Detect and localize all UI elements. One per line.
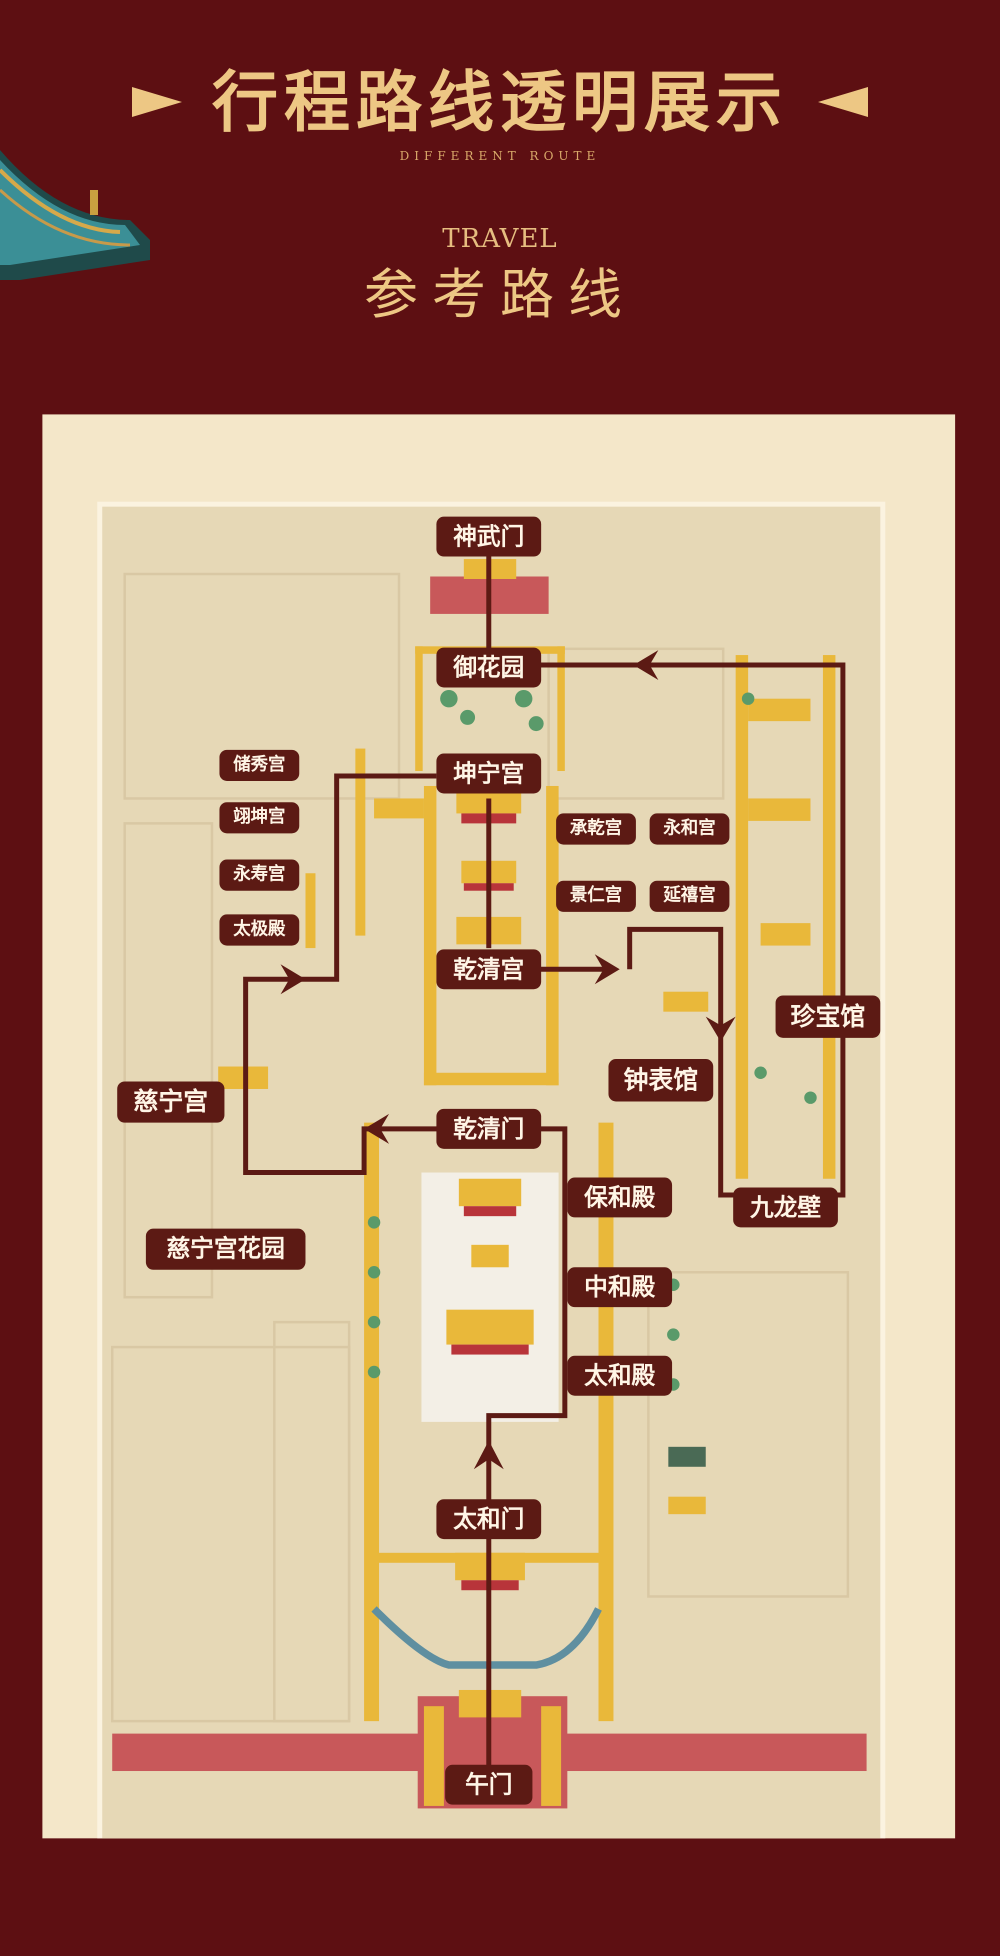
svg-text:储秀宫: 储秀宫 — [233, 754, 285, 775]
label-yanxigong[interactable]: 延禧宫 — [649, 880, 730, 912]
label-yikungong[interactable]: 翊坤宫 — [219, 802, 300, 834]
label-yonghegong[interactable]: 永和宫 — [649, 813, 730, 845]
label-taijidian[interactable]: 太极殿 — [219, 914, 300, 946]
svg-text:九龙壁: 九龙壁 — [749, 1193, 821, 1221]
label-jingrengong[interactable]: 景仁宫 — [556, 880, 636, 912]
label-cininggong[interactable]: 慈宁宫 — [117, 1081, 225, 1123]
triangle-right-icon — [132, 87, 182, 117]
label-qianqinggong[interactable]: 乾清宫 — [436, 949, 542, 990]
svg-text:神武门: 神武门 — [453, 523, 524, 551]
svg-text:承乾宫: 承乾宫 — [570, 817, 622, 838]
label-taihemen[interactable]: 太和门 — [436, 1499, 542, 1540]
label-wumen[interactable]: 午门 — [445, 1764, 533, 1805]
svg-text:太和殿: 太和殿 — [584, 1362, 655, 1390]
label-chuxiugong[interactable]: 储秀宫 — [219, 749, 300, 781]
section-title: 参考路线 — [364, 263, 636, 326]
title-row: 行程路线透明展示 — [0, 64, 1000, 140]
label-qianqingmen[interactable]: 乾清门 — [436, 1108, 542, 1149]
svg-text:延禧宫: 延禧宫 — [662, 885, 715, 906]
label-yuhuayuan[interactable]: 御花园 — [436, 647, 542, 688]
section-label-en: TRAVEL — [442, 224, 558, 254]
arrow-left-icon — [364, 1113, 390, 1144]
svg-text:太极殿: 太极殿 — [233, 918, 286, 939]
page-title: 行程路线透明展示 — [212, 63, 788, 141]
route-arrows — [280, 650, 736, 1470]
label-shenwumen[interactable]: 神武门 — [436, 516, 542, 557]
svg-text:翊坤宫: 翊坤宫 — [233, 806, 285, 827]
svg-text:慈宁宫花园: 慈宁宫花园 — [166, 1235, 284, 1263]
arrow-up-icon — [473, 1440, 504, 1470]
svg-text:乾清宫: 乾清宫 — [453, 955, 524, 983]
svg-text:景仁宫: 景仁宫 — [570, 885, 622, 906]
label-cininggong-garden[interactable]: 慈宁宫花园 — [145, 1228, 306, 1270]
label-chengqiangong[interactable]: 承乾宫 — [556, 813, 636, 845]
palace-roof-icon — [0, 150, 150, 280]
svg-text:慈宁宫: 慈宁宫 — [133, 1087, 208, 1116]
arrow-down-icon — [705, 1016, 736, 1042]
triangle-left-icon — [818, 87, 868, 117]
arrow-right-icon — [594, 954, 620, 985]
map-grid — [110, 572, 850, 1723]
svg-text:乾清门: 乾清门 — [453, 1115, 524, 1143]
label-zhongbiaoguan[interactable]: 钟表馆 — [608, 1059, 714, 1102]
label-jiulongbi[interactable]: 九龙壁 — [733, 1187, 838, 1228]
label-kunninggong[interactable]: 坤宁宫 — [436, 753, 542, 794]
svg-text:珍宝馆: 珍宝馆 — [791, 1002, 866, 1031]
label-taihedian[interactable]: 太和殿 — [567, 1355, 673, 1396]
label-zhenbaoguan[interactable]: 珍宝馆 — [775, 995, 881, 1038]
arrow-left-icon — [633, 650, 659, 680]
page-subtitle: DIFFERENT ROUTE — [399, 149, 601, 163]
arrow-right-icon — [280, 964, 306, 995]
svg-text:坤宁宫: 坤宁宫 — [453, 760, 524, 788]
svg-text:永和宫: 永和宫 — [662, 817, 715, 838]
svg-text:中和殿: 中和殿 — [584, 1273, 655, 1301]
label-zhonghedian[interactable]: 中和殿 — [567, 1267, 673, 1308]
svg-text:钟表馆: 钟表馆 — [623, 1066, 698, 1095]
label-yongshougong[interactable]: 永寿宫 — [219, 859, 300, 891]
label-baohedian[interactable]: 保和殿 — [567, 1177, 673, 1218]
svg-text:永寿宫: 永寿宫 — [232, 864, 285, 885]
svg-text:午门: 午门 — [465, 1771, 512, 1799]
svg-text:御花园: 御花园 — [452, 654, 524, 682]
svg-text:保和殿: 保和殿 — [583, 1183, 655, 1211]
golden-water-river — [371, 1606, 602, 1669]
svg-text:太和门: 太和门 — [453, 1505, 524, 1533]
